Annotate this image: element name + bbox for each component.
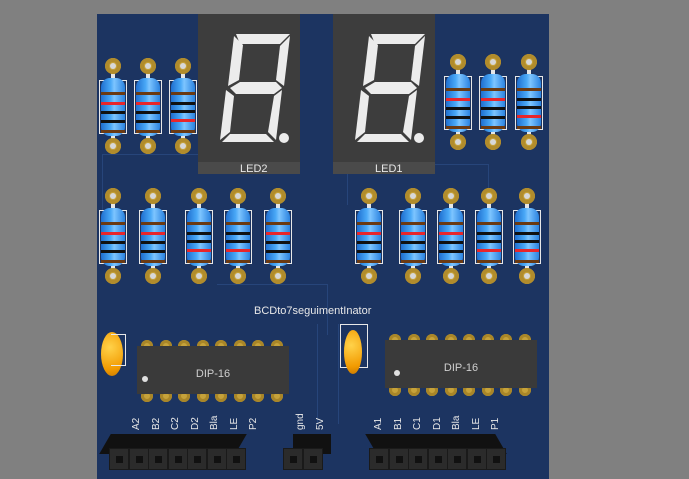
resistor	[475, 188, 503, 284]
pcb-trace	[317, 324, 339, 424]
solder-pad	[105, 268, 121, 284]
header-pin-p2	[226, 448, 246, 470]
resistor	[99, 188, 127, 284]
solder-pad	[361, 268, 377, 284]
header-pin-c2	[148, 448, 168, 470]
solder-pad	[443, 268, 459, 284]
pin-label-right: B1	[392, 417, 404, 430]
resistor	[513, 188, 541, 284]
header-pin-a2	[109, 448, 129, 470]
pcb-trace	[217, 284, 328, 335]
pin-label-left: A2	[131, 417, 142, 430]
resistor	[515, 54, 543, 150]
header-pin-gnd	[283, 448, 303, 470]
segment-glyph	[220, 34, 290, 143]
header-pin-p1	[486, 448, 506, 470]
pin-label-right: A1	[373, 417, 384, 430]
resistor	[264, 188, 292, 284]
pcb-trace	[102, 154, 203, 215]
resistor	[169, 58, 197, 154]
pin-label-right: C1	[412, 417, 423, 430]
pin-label-power: 5V	[314, 417, 326, 430]
header-pin-le	[466, 448, 487, 470]
resistor	[224, 188, 252, 284]
header-pin-le	[206, 448, 227, 470]
solder-pad	[485, 54, 501, 70]
solder-pad	[270, 188, 286, 204]
solder-pad	[140, 58, 156, 74]
segment-glyph	[355, 34, 425, 143]
solder-pad	[519, 268, 535, 284]
capacitor-outline	[111, 334, 126, 366]
pin-label-left: D2	[189, 417, 201, 430]
solder-pad	[145, 268, 161, 284]
pin-label-left: Bla	[209, 415, 220, 430]
resistor	[479, 54, 507, 150]
header-pin-5v	[302, 448, 323, 470]
pin1-marker	[394, 370, 400, 376]
header-pin-d2	[167, 448, 188, 470]
board-name-label: BCDto7seguimentInator	[254, 305, 372, 317]
resistor	[99, 58, 127, 154]
pin1-marker	[142, 376, 148, 382]
solder-pad	[230, 268, 246, 284]
resistor	[139, 188, 167, 284]
solder-pad	[521, 134, 537, 150]
solder-pad	[230, 188, 246, 204]
solder-pad	[481, 188, 497, 204]
capacitor	[344, 330, 362, 374]
header-pin-bla	[187, 448, 207, 470]
pcb-board: LED2 LED1 BCDto7seguimentInator DIP-16	[97, 14, 549, 479]
solder-pad	[270, 268, 286, 284]
header-pin-b2	[128, 448, 149, 470]
solder-pad	[105, 188, 121, 204]
header-pin-b1	[388, 448, 409, 470]
pin-label-left: LE	[228, 417, 240, 430]
solder-pad	[481, 268, 497, 284]
display-label-led2: LED2	[240, 163, 268, 175]
solder-pad	[485, 134, 501, 150]
resistor	[399, 188, 427, 284]
solder-pad	[405, 268, 421, 284]
solder-pad	[519, 188, 535, 204]
solder-pad	[145, 188, 161, 204]
solder-pad	[105, 58, 121, 74]
solder-pad	[450, 134, 466, 150]
header-pin-d1	[427, 448, 448, 470]
pin-label-left: C2	[170, 417, 181, 430]
pin-label-right: P1	[490, 417, 501, 430]
seven-segment-display-led2	[198, 14, 300, 174]
solder-pad	[443, 188, 459, 204]
solder-pad	[175, 138, 191, 154]
solder-pad	[175, 58, 191, 74]
chip-label: DIP-16	[443, 362, 479, 374]
resistor	[185, 188, 213, 284]
resistor	[355, 188, 383, 284]
solder-pad	[405, 188, 421, 204]
pin-label-left: P2	[248, 417, 259, 430]
solder-pad	[521, 54, 537, 70]
dip16-chip-left: DIP-16	[137, 346, 289, 394]
header-pin-a1	[369, 448, 389, 470]
header-pin-c1	[408, 448, 428, 470]
resistor	[444, 54, 472, 150]
solder-pad	[191, 268, 207, 284]
resistor	[437, 188, 465, 284]
solder-pad	[361, 188, 377, 204]
resistor	[134, 58, 162, 154]
display-label-led1: LED1	[375, 163, 403, 175]
seven-segment-display-led1	[333, 14, 435, 174]
chip-label: DIP-16	[195, 368, 231, 380]
solder-pad	[105, 138, 121, 154]
pin-label-left: B2	[150, 417, 162, 430]
solder-pad	[191, 188, 207, 204]
pin-label-right: LE	[470, 417, 482, 430]
solder-pad	[450, 54, 466, 70]
pin-label-power: gnd	[295, 413, 306, 430]
header-pin-bla	[447, 448, 467, 470]
dip16-chip-right: DIP-16	[385, 340, 537, 388]
pin-label-right: D1	[431, 417, 443, 430]
pin-label-right: Bla	[451, 415, 462, 430]
solder-pad	[140, 138, 156, 154]
